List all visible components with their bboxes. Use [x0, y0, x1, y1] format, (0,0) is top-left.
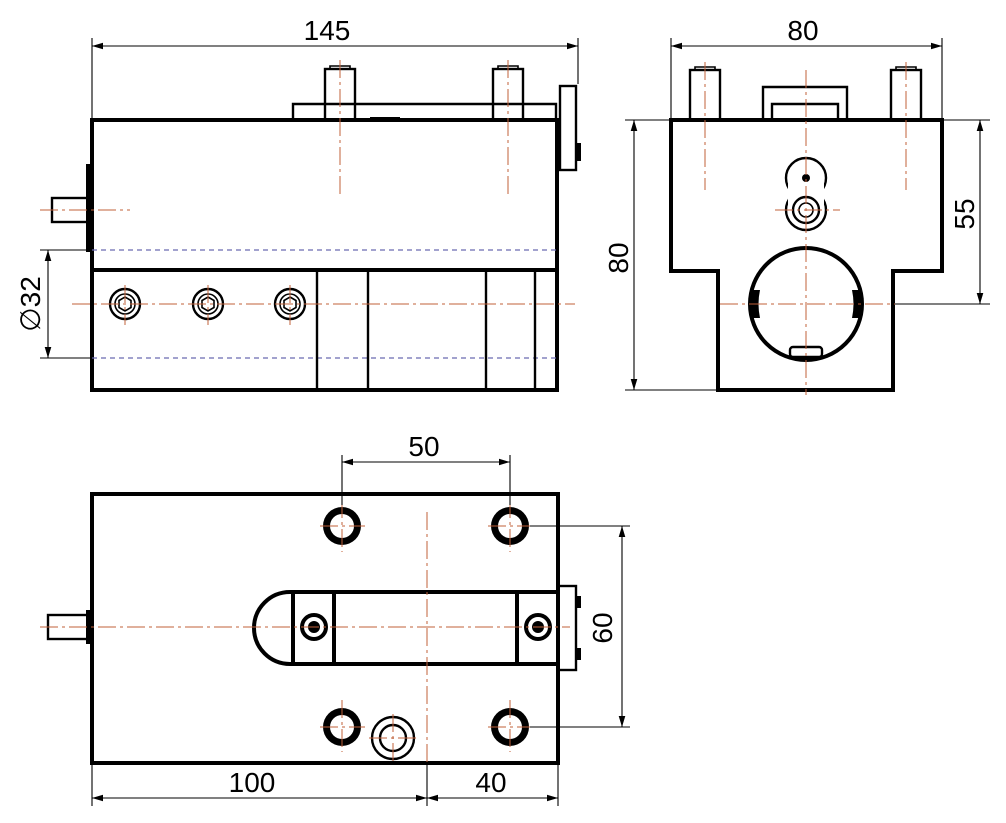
dim-top-pin-spacing: 50	[341, 431, 511, 505]
dim-top-pin-depth-label: 60	[587, 612, 618, 643]
front-body-outline	[90, 118, 559, 392]
front-right-flange	[558, 84, 578, 172]
top-view	[40, 492, 581, 790]
diameter-symbol: ∅	[15, 307, 46, 331]
dim-side-height-total-label: 80	[603, 242, 634, 273]
dim-bore-diameter-label: 32	[15, 276, 46, 307]
side-view	[669, 62, 985, 395]
dim-top-pin-spacing-label: 50	[408, 431, 439, 462]
dim-side-width: 80	[670, 15, 943, 118]
top-clamp-block-right	[515, 590, 560, 666]
dim-bottom-right: 40	[427, 765, 559, 806]
dim-bore-diameter: ∅32	[15, 249, 92, 359]
dim-bottom-left: 100	[91, 765, 428, 806]
top-right-flange	[556, 584, 578, 672]
top-clamp-block-left	[291, 590, 336, 666]
dim-side-height-upper: 55	[895, 119, 990, 305]
svg-text:∅32: ∅32	[15, 276, 46, 332]
front-view	[40, 60, 581, 392]
dim-side-height-total: 80	[603, 119, 716, 391]
dim-top-pin-depth: 60	[530, 525, 630, 728]
side-body-outline	[669, 118, 944, 392]
dim-side-height-upper-label: 55	[949, 198, 980, 229]
dim-front-width-label: 145	[304, 15, 351, 46]
dim-bottom-right-label: 40	[475, 767, 506, 798]
dim-bottom-left-label: 100	[229, 767, 276, 798]
dim-front-width: 145	[91, 15, 579, 118]
dim-side-width-label: 80	[787, 15, 818, 46]
